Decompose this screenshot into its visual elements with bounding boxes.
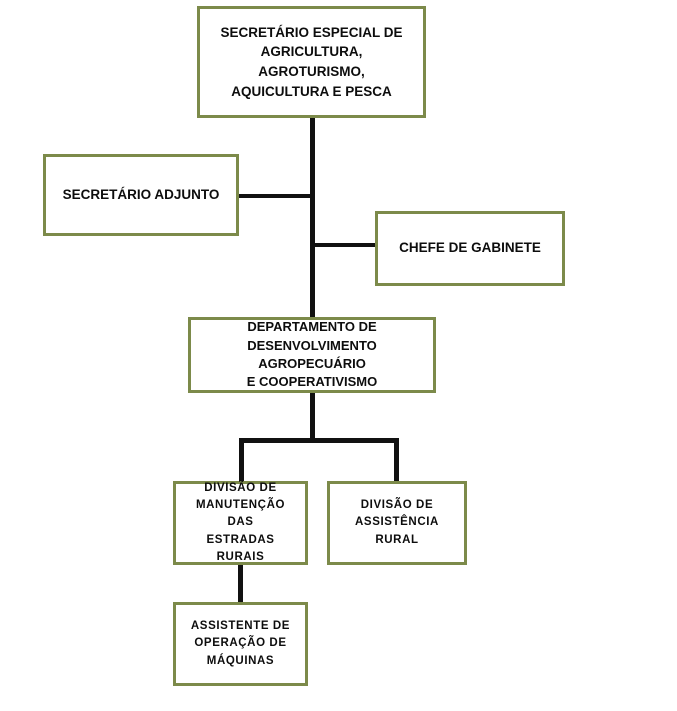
org-node-divisao-assistencia: DIVISÃO DE ASSISTÊNCIA RURAL bbox=[327, 481, 467, 565]
org-node-secretario-especial: SECRETÁRIO ESPECIAL DE AGRICULTURA, AGRO… bbox=[197, 6, 426, 118]
connector-to-divisao-manutencao bbox=[239, 438, 244, 485]
connector-departamento-bus bbox=[239, 438, 399, 443]
org-node-divisao-manutencao: DIVISÃO DE MANUTENÇÃO DAS ESTRADAS RURAI… bbox=[173, 481, 308, 565]
connector-to-chefe-gabinete bbox=[310, 243, 379, 247]
connector-to-secretario-adjunto bbox=[236, 194, 314, 198]
connector-to-assistente-maquinas bbox=[238, 562, 243, 606]
org-node-label: DEPARTAMENTO DE DESENVOLVIMENTO AGROPECU… bbox=[246, 319, 378, 390]
org-node-label: SECRETÁRIO ADJUNTO bbox=[62, 186, 220, 202]
org-node-label: SECRETÁRIO ESPECIAL DE AGRICULTURA, AGRO… bbox=[220, 24, 403, 99]
org-node-label: DIVISÃO DE ASSISTÊNCIA RURAL bbox=[355, 499, 439, 546]
org-node-departamento: DEPARTAMENTO DE DESENVOLVIMENTO AGROPECU… bbox=[188, 317, 436, 393]
org-node-label: ASSISTENTE DE OPERAÇÃO DE MÁQUINAS bbox=[190, 620, 291, 667]
org-node-assistente-maquinas: ASSISTENTE DE OPERAÇÃO DE MÁQUINAS bbox=[173, 602, 308, 686]
connector-departamento-down bbox=[310, 390, 315, 442]
org-node-chefe-gabinete: CHEFE DE GABINETE bbox=[375, 211, 565, 286]
connector-spine-secretario-especial bbox=[310, 114, 315, 321]
org-node-label: DIVISÃO DE MANUTENÇÃO DAS ESTRADAS RURAI… bbox=[195, 481, 286, 563]
connector-to-divisao-assistencia bbox=[394, 438, 399, 485]
org-node-secretario-adjunto: SECRETÁRIO ADJUNTO bbox=[43, 154, 239, 236]
org-node-label: CHEFE DE GABINETE bbox=[399, 240, 541, 256]
